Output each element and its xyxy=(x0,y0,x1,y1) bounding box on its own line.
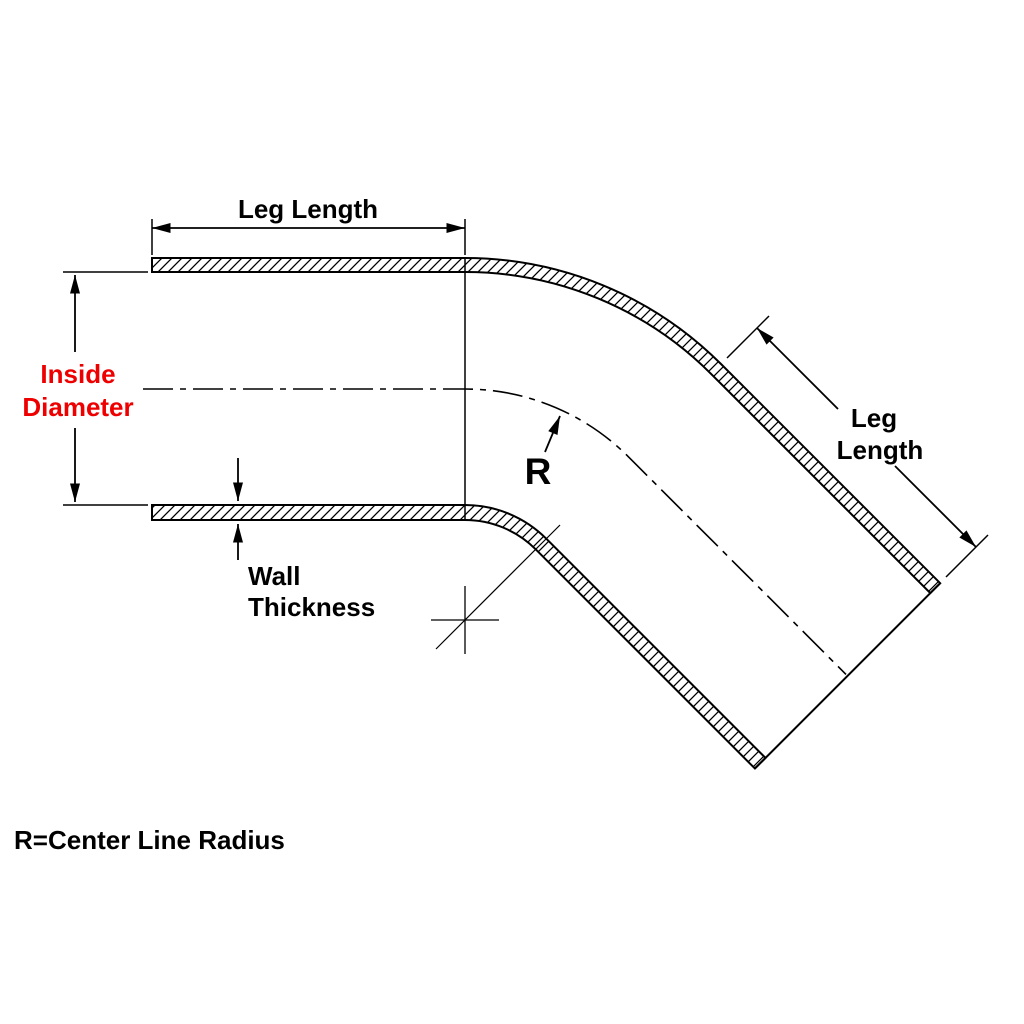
inside-diameter-label-line2: Diameter xyxy=(22,392,133,422)
extension-line-right-leg-bottom xyxy=(945,534,989,578)
inside-diameter-label-line1: Inside xyxy=(40,359,115,389)
dim-inside-diameter: Inside Diameter xyxy=(22,271,148,506)
dimension-line-right-leg-lower xyxy=(894,465,977,548)
right-leg-length-label-line1: Leg xyxy=(851,403,897,433)
top-leg-length-label: Leg Length xyxy=(238,194,378,224)
radius-symbol-label: R xyxy=(525,451,552,492)
dim-wall-thickness: Wall Thickness xyxy=(233,458,375,622)
radius-definition-footnote: R=Center Line Radius xyxy=(14,825,285,855)
radius-leader-line xyxy=(435,524,561,650)
extension-line-right-leg-top xyxy=(726,315,770,359)
right-leg-length-label-line2: Length xyxy=(837,435,924,465)
tube-centerline xyxy=(143,388,847,675)
tube-end-face-line xyxy=(754,582,941,770)
tube-lower-wall xyxy=(151,504,767,770)
wall-thickness-label-line1: Wall xyxy=(248,561,300,591)
dim-right-leg-length: Leg Length xyxy=(726,315,989,578)
tube-body xyxy=(143,257,942,770)
wall-thickness-label-line2: Thickness xyxy=(248,592,375,622)
dimension-line-right-leg-upper xyxy=(756,327,839,410)
centerline-radius-annotation: R xyxy=(431,415,561,654)
dim-top-leg-length: Leg Length xyxy=(151,194,466,255)
radius-arrow xyxy=(544,415,561,453)
